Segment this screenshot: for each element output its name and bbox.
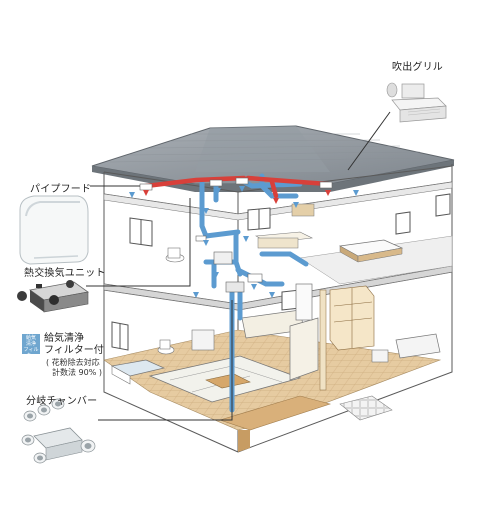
ceiling-grilles [139, 177, 333, 293]
label-heat-exchange-unit: 熱交換気ユニット [24, 268, 106, 279]
branch-chamber-icon [21, 398, 96, 464]
label-filter-line2: フィルター付 [44, 345, 104, 356]
pipe-hood-icon [19, 195, 89, 265]
label-filter-line1: 給気清浄 [44, 333, 84, 344]
label-fukidashi-grille: 吹出グリル [392, 62, 443, 73]
filter-badge-line3: フィルター [23, 347, 39, 359]
supply-ducts [143, 175, 331, 199]
airflow-arrows [129, 186, 359, 298]
heat-exchange-unit-icon [17, 280, 90, 313]
label-filter-note1: ( 花粉除去対応 [46, 358, 100, 367]
windows [111, 193, 451, 351]
label-pipe-hood: パイプフード [30, 184, 92, 195]
grille-icon [386, 82, 447, 123]
filter-badge-icon: 給気 清浄 フィルター [22, 334, 40, 359]
filter-badge-line2: 清浄 [25, 341, 36, 347]
second-floor-furniture [165, 203, 404, 263]
filter-badge-line1: 給気 [25, 335, 36, 341]
label-filter-note2: 計数法 90% ) [52, 368, 102, 377]
leader-lines [86, 111, 391, 421]
first-floor [103, 283, 442, 452]
label-branch-chamber: 分岐チャンバー [26, 396, 98, 407]
